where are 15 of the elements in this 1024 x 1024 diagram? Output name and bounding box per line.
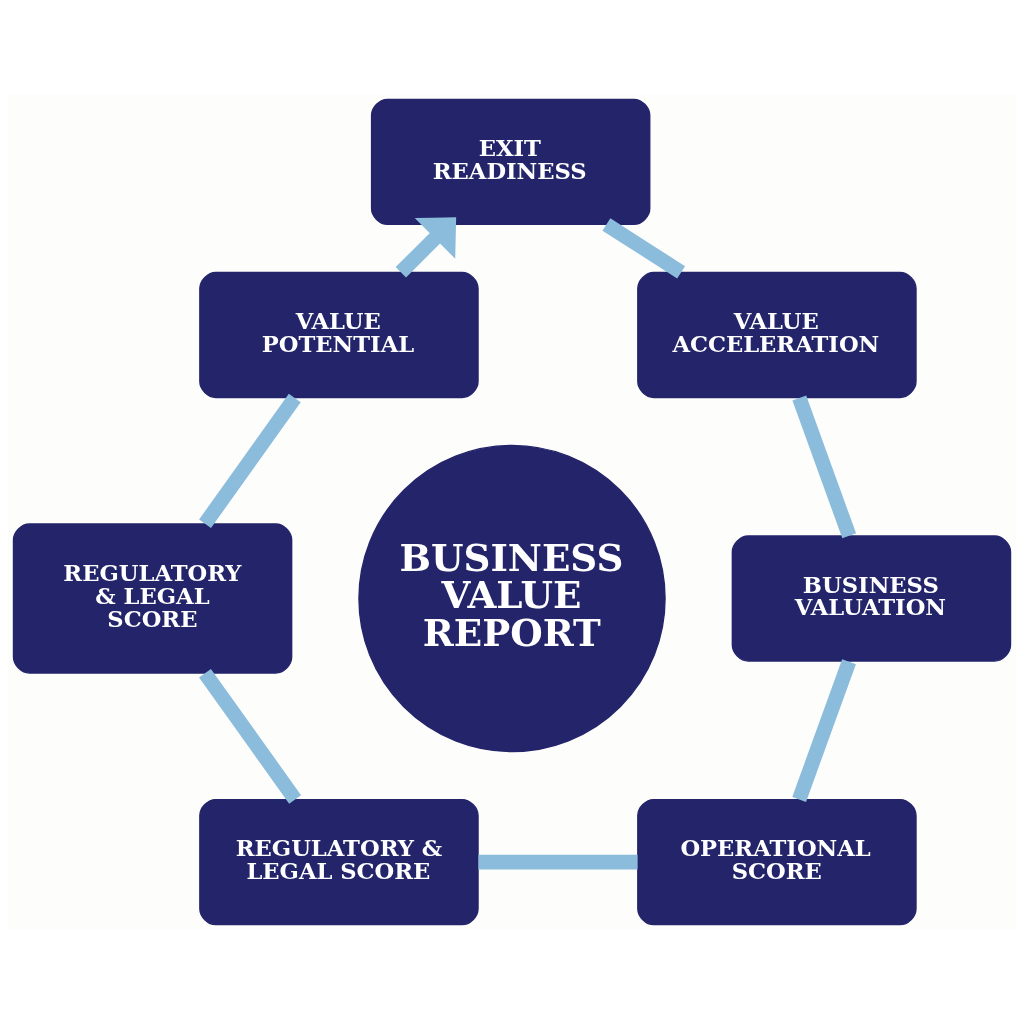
- node-box: REGULATORY & LEGAL SCORE: [199, 798, 479, 926]
- connector: [792, 395, 857, 539]
- node-box: VALUE POTENTIAL: [199, 271, 479, 399]
- node-box: EXIT READINESS: [370, 98, 651, 226]
- node-box: REGULATORY & LEGAL SCORE: [12, 523, 293, 674]
- node-box: BUSINESS VALUATION: [731, 535, 1012, 662]
- connector: [199, 668, 302, 804]
- node-box: VALUE ACCELERATION: [637, 271, 917, 399]
- arrow: [395, 217, 457, 278]
- connector: [602, 218, 686, 279]
- connector: [199, 393, 301, 528]
- node-box: OPERATIONAL SCORE: [637, 798, 917, 926]
- connector: [478, 854, 638, 870]
- connector: [792, 659, 856, 802]
- node-circle: BUSINESS VALUE REPORT: [358, 444, 666, 753]
